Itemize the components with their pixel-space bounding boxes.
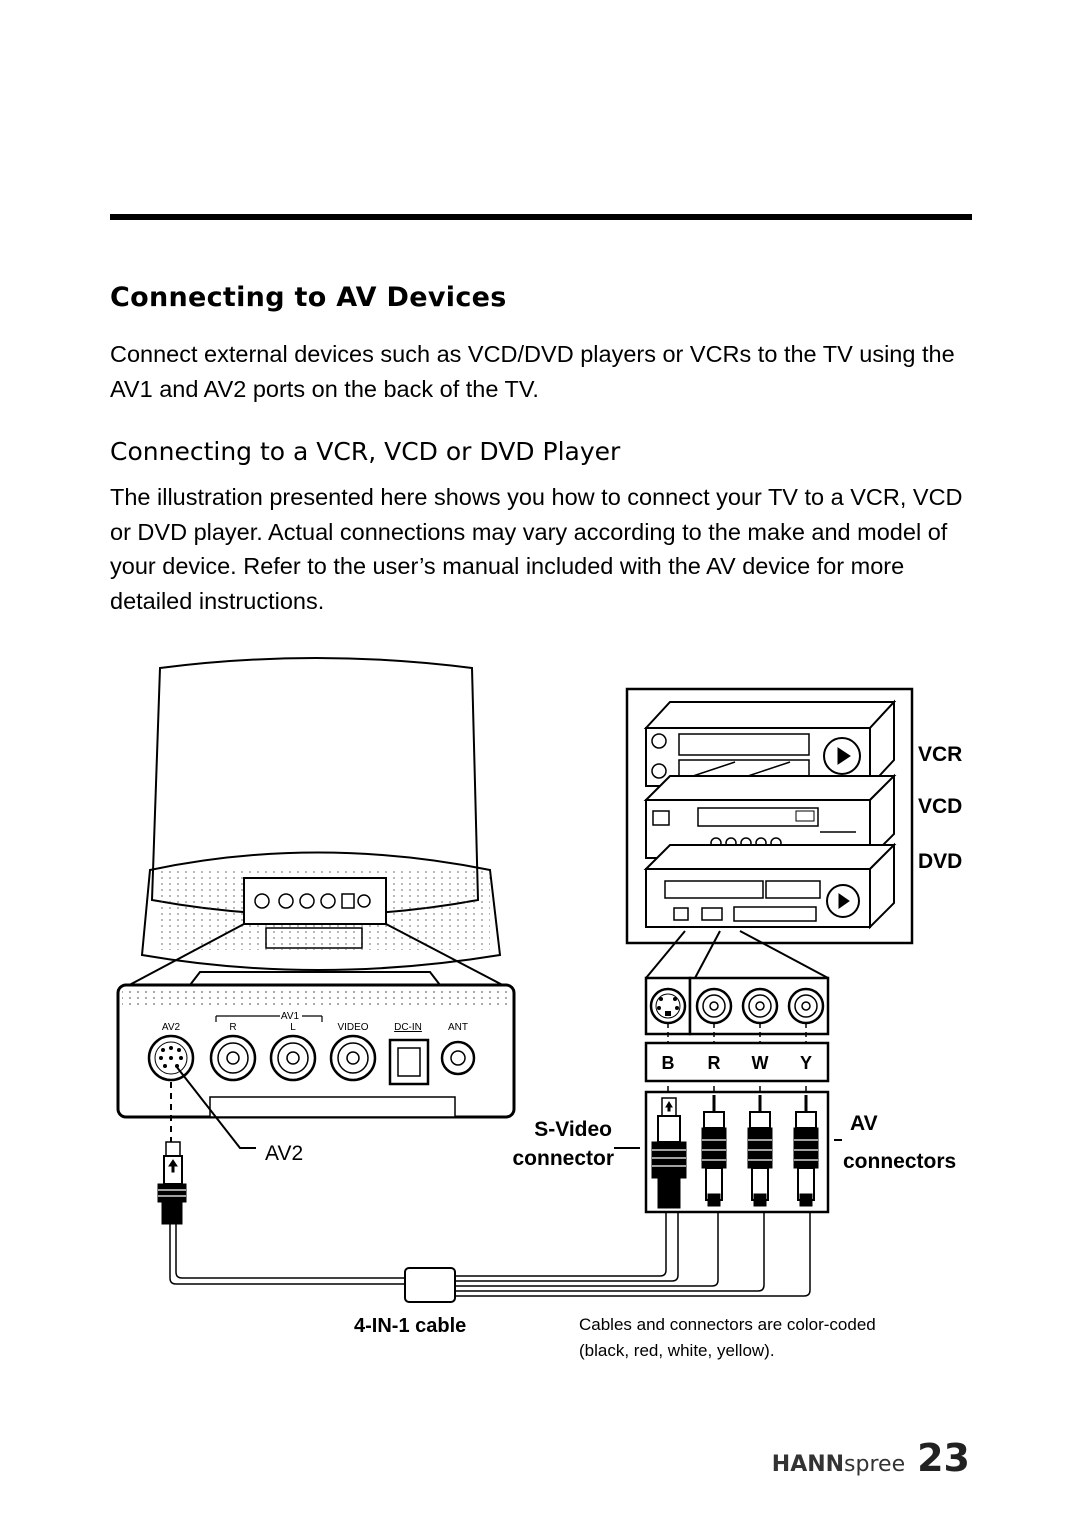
device-label-vcd: VCD <box>918 795 962 818</box>
av-callout-line2: connectors <box>843 1150 956 1173</box>
av2-callout: AV2 <box>175 1065 303 1165</box>
port-label-ant: ANT <box>448 1022 468 1033</box>
dvd-unit <box>643 842 897 930</box>
port-label-l: L <box>290 1022 296 1033</box>
section-subheading: Connecting to a VCR, VCD or DVD Player <box>110 437 621 466</box>
connection-illustration: AV1 AV2 R L VIDEO DC-IN ANT <box>116 657 962 1360</box>
color-code-yellow: Y <box>800 1053 812 1073</box>
color-code-red: R <box>708 1053 721 1073</box>
svideo-callout-line1: S-Video <box>534 1118 612 1141</box>
av-callout-line1: AV <box>850 1112 878 1135</box>
page-number: 23 <box>917 1436 970 1480</box>
page-footer: HANNspree 23 <box>772 1436 970 1480</box>
rca-plug-yellow <box>793 1095 819 1207</box>
color-code-black: B <box>662 1053 675 1073</box>
port-label-video: VIDEO <box>337 1022 368 1033</box>
svideo-plug-tv-side <box>157 1082 187 1225</box>
color-code-note-line1: Cables and connectors are color-coded <box>579 1315 876 1334</box>
color-code-note-line2: (black, red, white, yellow). <box>579 1341 775 1360</box>
av1-port-group-label: AV1 <box>281 1011 300 1022</box>
device-stack <box>625 687 914 945</box>
port-label-av2: AV2 <box>162 1022 181 1033</box>
four-in-one-cable <box>169 1210 811 1303</box>
rca-plug-red <box>701 1095 727 1207</box>
top-rule <box>110 214 972 220</box>
rca-plug-white <box>747 1095 773 1207</box>
cable-label: 4-IN-1 cable <box>354 1315 466 1337</box>
tv-back-illustration <box>119 657 513 991</box>
port-label-dc-in: DC-IN <box>394 1022 422 1033</box>
page-heading: Connecting to AV Devices <box>110 282 507 313</box>
intro-paragraph: Connect external devices such as VCD/DVD… <box>110 341 955 402</box>
device-output-closeup <box>644 930 830 1092</box>
device-side-plugs <box>644 1090 830 1214</box>
body-paragraph: The illustration presented here shows yo… <box>110 484 963 614</box>
connector-panel-closeup: AV1 AV2 R L VIDEO DC-IN ANT <box>116 983 516 1119</box>
device-label-vcr: VCR <box>918 743 962 766</box>
svideo-callout-line2: connector <box>512 1147 614 1170</box>
av2-callout-label: AV2 <box>265 1142 303 1165</box>
brand-logo: HANNspree <box>771 1452 906 1477</box>
vcr-unit <box>643 699 897 789</box>
device-label-dvd: DVD <box>918 850 962 873</box>
port-label-r: R <box>229 1022 236 1033</box>
color-code-white: W <box>752 1053 769 1073</box>
